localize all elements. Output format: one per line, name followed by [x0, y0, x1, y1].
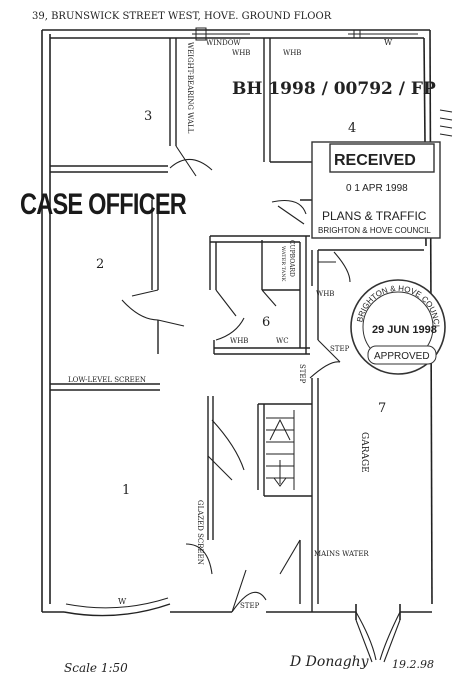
approved-date: 29 JUN 1998 [372, 324, 437, 336]
scale-label: Scale 1:50 [64, 661, 128, 675]
reference-number: BH 1998 / 00792 / FP [232, 79, 436, 99]
weight-bearing-wall-label: WEIGHT-BEARING WALL [186, 42, 194, 134]
room-number-7: 7 [378, 401, 386, 416]
signature: D Donaghy [289, 654, 370, 670]
received-title: RECEIVED [334, 152, 416, 169]
step-label-2: STEP [298, 364, 306, 384]
room-number-3: 3 [144, 109, 152, 124]
glazed-screen-label: GLAZED SCREEN [196, 500, 204, 565]
handwritten-labels: 39, BRUNSWICK STREET WEST, HOVE. GROUND … [32, 11, 393, 610]
footer: Scale 1:50 D Donaghy 19.2.98 [64, 654, 434, 675]
staircase [266, 410, 295, 490]
wc-label: WC [276, 337, 289, 345]
step-bottom-label: STEP [240, 602, 260, 610]
cupboard-detail-label: WATER TANK [280, 246, 286, 282]
room-number-4: 4 [348, 121, 356, 136]
address-title: 39, BRUNSWICK STREET WEST, HOVE. GROUND … [32, 11, 332, 22]
window-label: WINDOW [206, 39, 241, 47]
case-officer-stamp: CASE OFFICER [20, 188, 187, 221]
approved-status: APPROVED [374, 351, 430, 362]
whb-label-1: WHB [232, 49, 250, 57]
w-top-label: W [384, 38, 393, 47]
room-number-2: 2 [96, 257, 104, 272]
windows [63, 27, 418, 617]
step-label-1: STEP [330, 345, 350, 353]
received-date: 0 1 APR 1998 [346, 183, 408, 194]
room-number-1: 1 [122, 483, 130, 498]
received-dept: PLANS & TRAFFIC [322, 209, 427, 223]
garage-label: GARAGE [359, 432, 369, 473]
edge-scribble [439, 109, 453, 137]
cupboard-label: CUPBOARD [288, 240, 295, 277]
whb-room6-label: WHB [230, 337, 248, 345]
received-stamp: RECEIVED 0 1 APR 1998 PLANS & TRAFFIC BR… [311, 141, 441, 239]
internal-walls [50, 38, 424, 612]
whb-label-2: WHB [283, 49, 301, 57]
room-numbers: 3 4 2 6 7 1 [96, 109, 386, 498]
whb-side-label: WHB [316, 290, 334, 298]
signature-date: 19.2.98 [392, 658, 434, 671]
doors [121, 145, 401, 663]
w-bottom-label: W [118, 597, 127, 606]
mains-water-label: MAINS WATER [314, 550, 369, 558]
room-number-6: 6 [262, 315, 270, 330]
received-council: BRIGHTON & HOVE COUNCIL [318, 226, 431, 235]
low-level-screen-label: LOW-LEVEL SCREEN [68, 376, 146, 384]
